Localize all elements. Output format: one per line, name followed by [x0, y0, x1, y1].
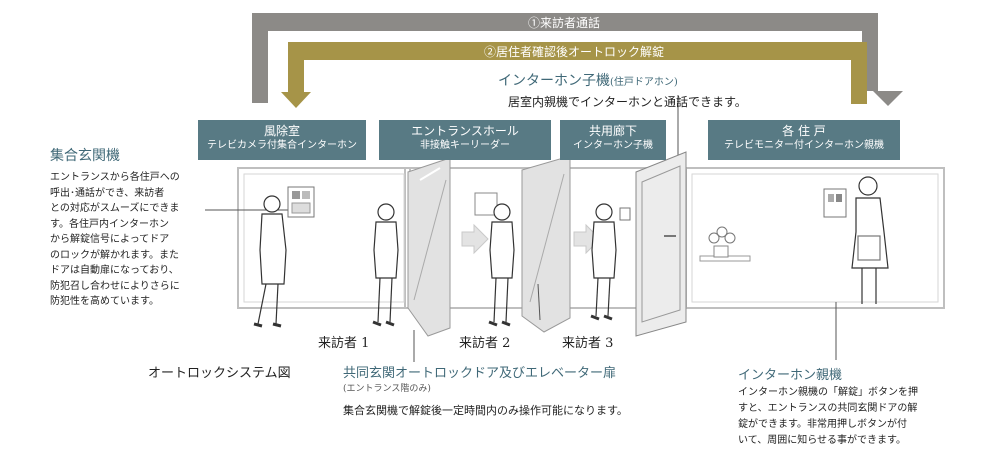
- zone-title: エントランスホール: [411, 124, 519, 138]
- left-panel-line: のロックが解かれます。また: [50, 249, 179, 261]
- left-panel-line: ドアは自動扉になっており、: [50, 265, 179, 276]
- zone-unit: 各 住 戸 テレビモニター付インターホン親機: [708, 120, 900, 160]
- resident-figure: [851, 176, 889, 304]
- zone-subtitle: テレビモニター付インターホン親機: [724, 140, 884, 151]
- auto-door-1: [407, 157, 451, 337]
- entrance-intercom-icon: [287, 186, 315, 218]
- auto-door-2: [521, 155, 571, 333]
- inner-arrow-label: ②居住者確認後オートロック解錠: [484, 45, 665, 59]
- outer-arrow-label: ①来訪者通話: [528, 16, 601, 30]
- visitor-label-2: 来訪者 2: [459, 336, 511, 351]
- visitor-figure-1: [253, 195, 287, 328]
- intercom-master-line: すと、エントランスの共同玄関ドアの解: [738, 403, 918, 414]
- zone-subtitle: テレビカメラ付集合インターホン: [207, 140, 357, 151]
- intercom-handset-note: (住戸ドアホン): [610, 77, 678, 88]
- left-panel-line: 防犯性を高めています。: [50, 296, 159, 307]
- zone-corridor: 共用廊下 インターホン子機: [560, 120, 666, 160]
- master-intercom-icon: [823, 188, 847, 218]
- intercom-handset-title: インターホン子機: [498, 73, 610, 89]
- zone-subtitle: 非接触キーリーダー: [420, 140, 510, 151]
- door-caption-note: (エントランス階のみ): [343, 384, 431, 394]
- left-panel-title: 集合玄関機: [50, 148, 120, 164]
- card-reader-icon: [474, 192, 498, 216]
- intercom-master-line: いて、周囲に知らせる事ができます。: [738, 435, 906, 446]
- zone-title: 各 住 戸: [782, 124, 826, 138]
- intercom-master-line: インターホン親機の「解錠」ボタンを押: [738, 387, 918, 398]
- intercom-handset-desc: 居室内親機でインターホンと通話できます。: [508, 95, 747, 109]
- door-handset-icon: [619, 207, 631, 221]
- visitor-label-3: 来訪者 3: [562, 336, 614, 351]
- zone-vestibule: 風除室 テレビカメラ付集合インターホン: [198, 120, 366, 160]
- visitor-figure-3: [488, 203, 515, 327]
- intercom-master-title: インターホン親機: [738, 368, 843, 383]
- intercom-master-line: 錠ができます。非常用押しボタンが付: [738, 419, 907, 430]
- zone-title: 風除室: [263, 124, 300, 138]
- visitor-figure-4: [590, 203, 617, 321]
- inner-unlock-arrow: [281, 42, 867, 108]
- left-panel-line: 呼出･通話ができ、来訪者: [50, 187, 165, 199]
- intercom-master-body: インターホン親機の「解錠」ボタンを押 すと、エントランスの共同玄関ドアの解 錠が…: [738, 385, 918, 449]
- intercom-handset-heading: インターホン子機(住戸ドアホン): [498, 70, 678, 90]
- left-panel-line: との対応がスムーズにできま: [50, 203, 180, 214]
- walk-arrow-1: [461, 223, 489, 255]
- door-caption-desc: 集合玄関機で解錠後一定時間内のみ操作可能になります。: [343, 404, 628, 417]
- table-with-flowers: [699, 226, 751, 262]
- visitor-figure-2: [372, 203, 399, 327]
- left-panel-body: エントランスから各住戸への 呼出･通話ができ、来訪者 との対応がスムーズにできま…: [50, 170, 230, 310]
- left-panel-line: 防犯召し合わせによりさらに: [50, 280, 180, 292]
- left-panel-line: す。各住戸内インターホン: [50, 218, 169, 230]
- unit-door: [635, 151, 687, 337]
- zone-subtitle: インターホン子機: [573, 140, 653, 151]
- door-caption-title: 共同玄関オートロックドア及びエレベーター扉: [343, 366, 617, 381]
- zone-title: 共用廊下: [588, 124, 637, 138]
- left-panel-line: エントランスから各住戸への: [50, 172, 180, 183]
- visitor-label-1: 来訪者 1: [318, 336, 370, 351]
- left-panel-line: から解錠信号によってドア: [50, 234, 170, 245]
- zone-entrance-hall: エントランスホール 非接触キーリーダー: [379, 120, 551, 160]
- system-diagram-label: オートロックシステム図: [148, 366, 291, 381]
